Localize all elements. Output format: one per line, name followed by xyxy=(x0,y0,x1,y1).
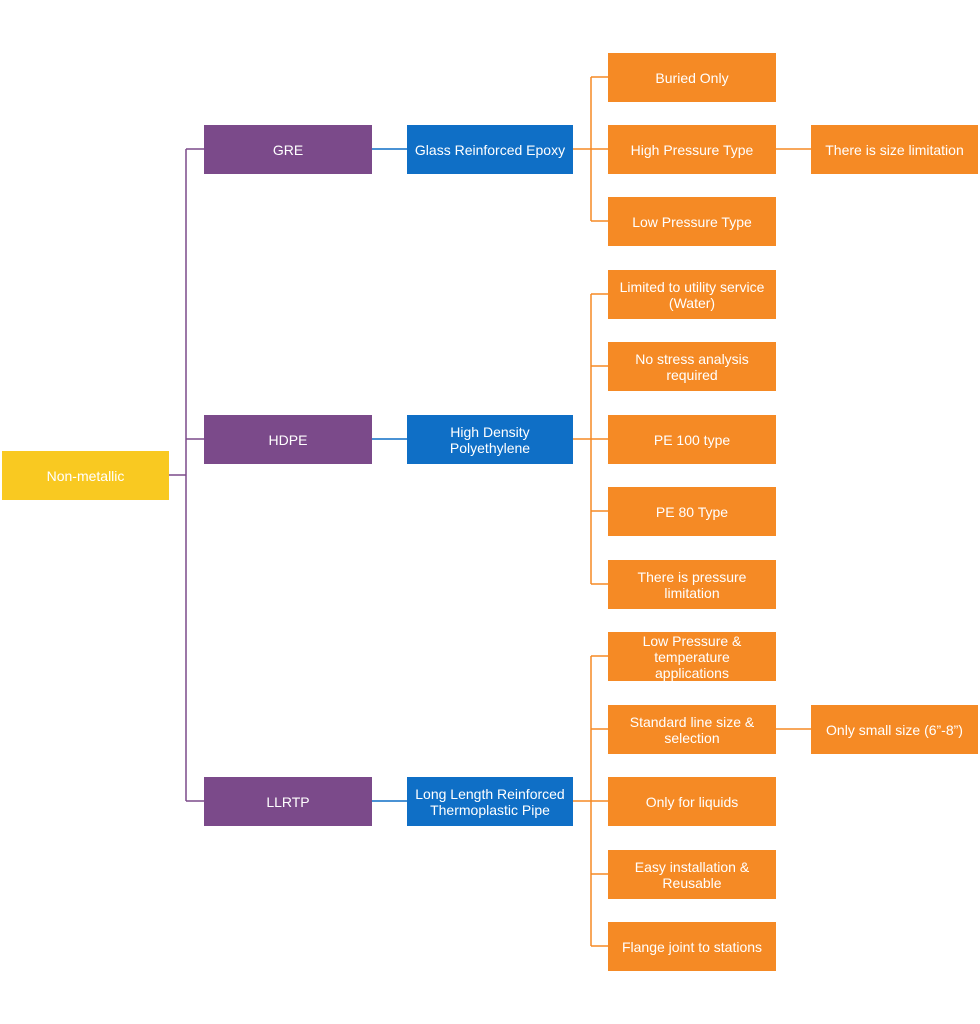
category-label: HDPE xyxy=(268,431,308,448)
leaf-note-label: Only small size (6”-8”) xyxy=(826,721,963,738)
leaf-node: PE 100 type xyxy=(608,415,776,464)
leaf-node: Easy installation & Reusable xyxy=(608,850,776,899)
category-label: GRE xyxy=(272,141,304,158)
leaf-note-label: There is size limitation xyxy=(825,141,964,158)
leaf-label: PE 80 Type xyxy=(655,503,729,520)
leaf-node: Low Pressure Type xyxy=(608,197,776,246)
root-node: Non-metallic xyxy=(2,451,169,500)
category-label: LLRTP xyxy=(266,793,310,810)
leaf-node: Flange joint to stations xyxy=(608,922,776,971)
leaf-node: No stress analysis required xyxy=(608,342,776,391)
leaf-label: Low Pressure Type xyxy=(632,213,752,230)
category-gre: GRE xyxy=(204,125,372,174)
leaf-node: Only for liquids xyxy=(608,777,776,826)
root-label: Non-metallic xyxy=(46,467,125,484)
leaf-node: Limited to utility service (Water) xyxy=(608,270,776,319)
leaf-label: No stress analysis required xyxy=(635,350,749,383)
leaf-label: High Pressure Type xyxy=(630,141,754,158)
description-label: Long Length Reinforced Thermoplastic Pip… xyxy=(415,785,565,818)
description-label: High Density Polyethylene xyxy=(449,423,531,456)
leaf-label: There is pressure limitation xyxy=(637,568,747,601)
leaf-node: Buried Only xyxy=(608,53,776,102)
description-label: Glass Reinforced Epoxy xyxy=(414,141,566,158)
leaf-label: Low Pressure & temperature applications xyxy=(642,632,742,681)
leaf-label: Standard line size & selection xyxy=(629,713,755,746)
description-hdpe: High Density Polyethylene xyxy=(407,415,573,464)
leaf-label: PE 100 type xyxy=(653,431,731,448)
description-gre: Glass Reinforced Epoxy xyxy=(407,125,573,174)
category-llrtp: LLRTP xyxy=(204,777,372,826)
leaf-label: Flange joint to stations xyxy=(621,938,763,955)
category-hdpe: HDPE xyxy=(204,415,372,464)
leaf-node: There is pressure limitation xyxy=(608,560,776,609)
leaf-note: Only small size (6”-8”) xyxy=(811,705,978,754)
leaf-node: PE 80 Type xyxy=(608,487,776,536)
leaf-label: Only for liquids xyxy=(645,793,739,810)
leaf-node: High Pressure Type xyxy=(608,125,776,174)
description-llrtp: Long Length Reinforced Thermoplastic Pip… xyxy=(407,777,573,826)
leaf-note: There is size limitation xyxy=(811,125,978,174)
leaf-label: Buried Only xyxy=(655,69,729,86)
leaf-label: Easy installation & Reusable xyxy=(634,858,750,891)
leaf-node: Standard line size & selection xyxy=(608,705,776,754)
leaf-node: Low Pressure & temperature applications xyxy=(608,632,776,681)
leaf-label: Limited to utility service (Water) xyxy=(619,278,765,311)
